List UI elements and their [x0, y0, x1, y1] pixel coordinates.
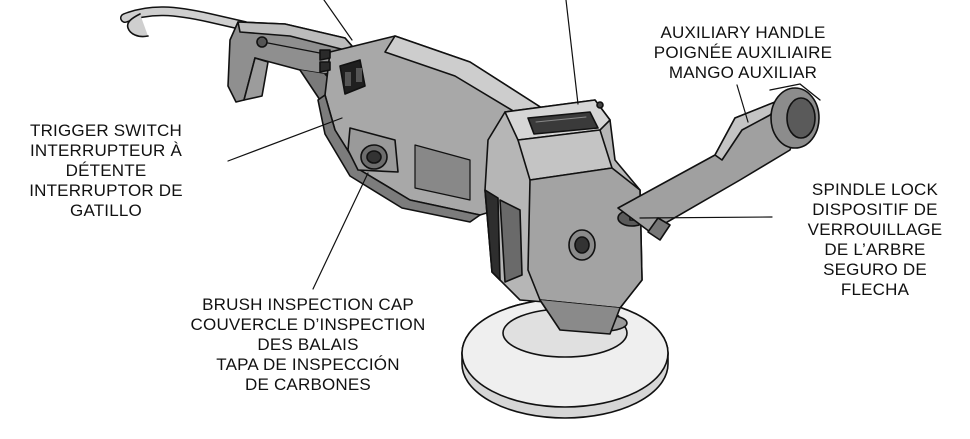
label-line: DÉTENTE [65, 161, 147, 180]
label-line: SEGURO DE [823, 260, 927, 279]
label-line: INTERRUPTEUR À [29, 141, 183, 160]
label-spindle-lock: SPINDLE LOCK DISPOSITIF DE VERROUILLAGE … [785, 180, 965, 300]
leader-auxiliary-handle [736, 84, 749, 123]
brush-cap [347, 127, 399, 173]
rear-handle [227, 21, 353, 109]
label-line: AUXILIARY HANDLE [660, 23, 826, 42]
auxiliary-handle [617, 83, 821, 241]
label-line: VERROUILLAGE [807, 220, 943, 239]
label-line: MANGO AUXILIAR [668, 63, 818, 82]
label-line: COUVERCLE D’INSPECTION [190, 315, 426, 334]
leader-spindle-lock [639, 216, 773, 219]
label-brush-inspection-cap: BRUSH INSPECTION CAP COUVERCLE D’INSPECT… [158, 295, 458, 395]
label-line: GATILLO [70, 201, 142, 220]
power-cord [120, 6, 250, 38]
label-line: DE CARBONES [245, 375, 371, 394]
label-line: BRUSH INSPECTION CAP [202, 295, 414, 314]
leader-handle-top [323, 0, 353, 41]
gear-head [484, 99, 647, 335]
label-line: FLECHA [840, 280, 910, 299]
label-line: DE L’ARBRE [824, 240, 926, 259]
leader-lines [227, 0, 773, 290]
label-line: TAPA DE INSPECCIÓN [216, 355, 400, 374]
label-line: TRIGGER SWITCH [29, 121, 182, 140]
leader-head-top [565, 0, 579, 105]
leader-brush-cap [312, 172, 369, 290]
label-line: DISPOSITIF DE [812, 200, 938, 219]
label-line: SPINDLE LOCK [811, 180, 939, 199]
label-auxiliary-handle: AUXILIARY HANDLE POIGNÉE AUXILIAIRE MANG… [618, 23, 868, 83]
label-line: INTERRUPTOR DE [29, 181, 183, 200]
leader-trigger-switch [227, 117, 343, 162]
label-line: POIGNÉE AUXILIAIRE [653, 43, 833, 62]
label-line: DES BALAIS [257, 335, 359, 354]
label-trigger-switch: TRIGGER SWITCH INTERRUPTEUR À DÉTENTE IN… [6, 121, 206, 221]
